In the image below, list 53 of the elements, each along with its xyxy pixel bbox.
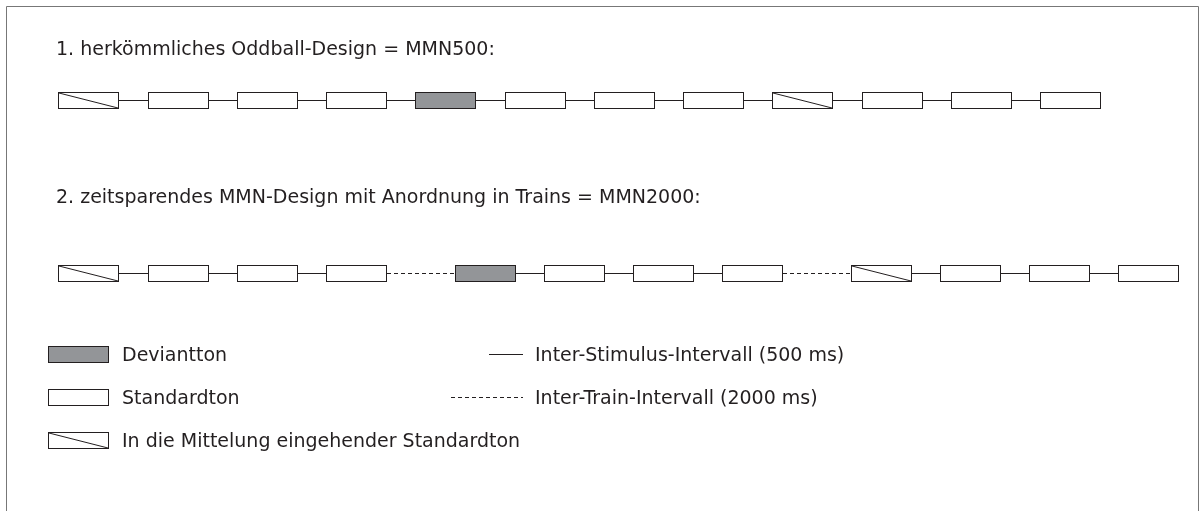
connector-line: [922, 100, 952, 101]
standard-tone-box: [594, 92, 655, 109]
connector-line: [911, 273, 941, 274]
legend-text: Inter-Stimulus-Intervall (500 ms): [535, 342, 845, 366]
connector-line: [743, 100, 773, 101]
connector-line: [118, 100, 149, 101]
connector-line: [386, 100, 416, 101]
connector-line: [604, 273, 634, 274]
connector-line: [565, 100, 595, 101]
connector-line: [208, 273, 238, 274]
section-heading: 1. herkömmliches Oddball-Design = MMN500:: [56, 36, 495, 60]
standard-tone-box: [237, 92, 298, 109]
standard-tone-box: [722, 265, 783, 282]
section-heading: 2. zeitsparendes MMN-Design mit Anordnung in Trains = MMN2000:: [56, 184, 701, 208]
connector-line: [693, 273, 723, 274]
standard-tone-box: [326, 92, 387, 109]
standard-tone-box: [544, 265, 605, 282]
legend-text: Deviantton: [122, 342, 228, 366]
standard-tone-box: [1118, 265, 1179, 282]
connector-line: [1089, 273, 1119, 274]
connector-line: [118, 273, 149, 274]
connector-line: [1000, 273, 1030, 274]
connector-line: [297, 100, 327, 101]
standard-tone-box: [1040, 92, 1101, 109]
legend-text: Inter-Train-Intervall (2000 ms): [535, 385, 818, 409]
standard-tone-box: [1029, 265, 1090, 282]
connector-line: [297, 273, 327, 274]
averaged-tone-box: [851, 265, 912, 282]
standard-tone-box: [505, 92, 566, 109]
connector-line: [208, 100, 238, 101]
legend-text: In die Mittelung eingehender Standardton: [122, 428, 521, 452]
averaged-tone-box: [772, 92, 833, 109]
standard-tone-box: [683, 92, 744, 109]
standard-tone-box: [940, 265, 1001, 282]
connector-line: [475, 100, 506, 101]
standard-tone-box: [862, 92, 923, 109]
connector-line: [1011, 100, 1041, 101]
connector-line: [515, 273, 545, 274]
averaged-tone-box: [58, 92, 119, 109]
legend-text: Standardton: [122, 385, 240, 409]
standard-tone-box: [633, 265, 694, 282]
standard-tone-box: [951, 92, 1012, 109]
averaged-tone-box: [58, 265, 119, 282]
standard-tone-box: [148, 265, 209, 282]
connector-line: [654, 100, 684, 101]
standard-tone-box: [326, 265, 387, 282]
dashed-connector: [782, 273, 852, 274]
deviant-tone-box: [455, 265, 516, 282]
deviant-tone-box: [415, 92, 476, 109]
dashed-connector: [386, 273, 456, 274]
standard-tone-box: [148, 92, 209, 109]
standard-tone-box: [237, 265, 298, 282]
connector-line: [832, 100, 863, 101]
